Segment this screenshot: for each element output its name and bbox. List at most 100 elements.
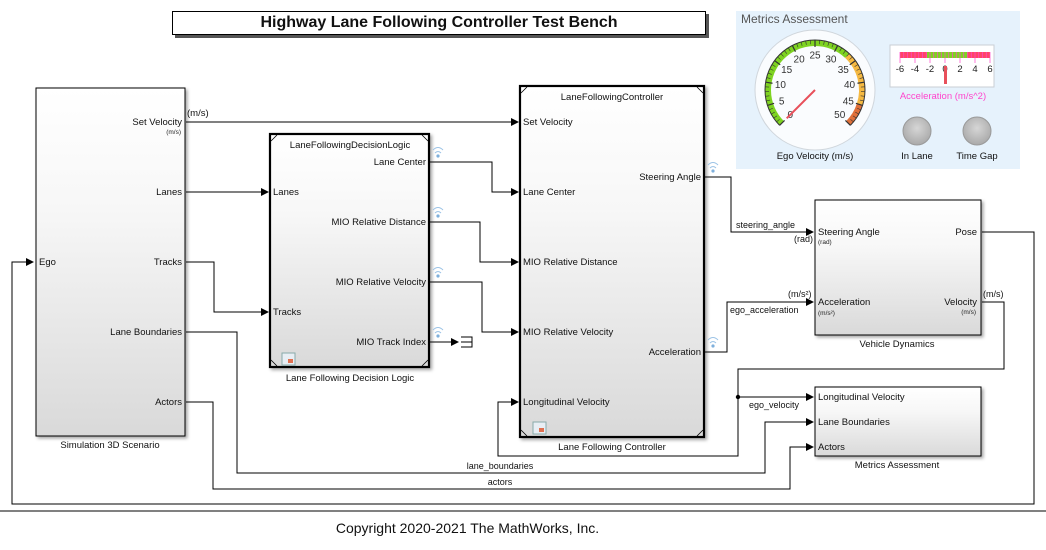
model-reference-title: LaneFollowingDecisionLogic: [290, 140, 411, 151]
linear-gauge-label: Acceleration (m/s^2): [900, 91, 986, 102]
lamp-time-gap[interactable]: Time Gap: [956, 116, 998, 162]
gauge-tick: [776, 119, 780, 123]
gauge-tick: [831, 43, 834, 48]
signal-lines: [11, 118, 1035, 505]
block-name: Lane Following Decision Logic: [286, 373, 415, 384]
linear-gauge-range: [927, 52, 968, 58]
wire-lane-boundaries[interactable]: [186, 331, 814, 474]
dashboard-title: Metrics Assessment: [741, 12, 848, 26]
gauge-tick: [855, 102, 863, 107]
block-vehicle-dynamics[interactable]: Steering Angle (rad) Acceleration (m/s²)…: [814, 199, 982, 350]
gauge-tick: [791, 45, 797, 52]
wire-ego-acceleration[interactable]: [704, 298, 814, 353]
port-velocity-out: Velocity: [944, 297, 977, 308]
port-ego: Ego: [39, 257, 56, 268]
signal-logging-icon[interactable]: [432, 147, 444, 158]
gauge-tick-label: 45: [843, 96, 855, 107]
block-simulation-3d-scenario[interactable]: Ego Set Velocity (m/s) Lanes Tracks Lane…: [35, 87, 186, 451]
gauge-tick: [844, 119, 851, 126]
lamp-in-lane-label: In Lane: [901, 151, 933, 162]
wire-mio-rel-distance[interactable]: [429, 221, 519, 266]
port-lane-boundaries: Lane Boundaries: [110, 327, 182, 338]
set-velocity-unit-label: (m/s): [187, 108, 209, 119]
gauge-tick: [766, 99, 771, 102]
gauge-tick-label: 50: [834, 110, 846, 121]
steering-angle-signal-label: steering_angle: [736, 220, 795, 230]
gauge-tick: [858, 72, 863, 75]
gauge-label: Ego Velocity (m/s): [777, 151, 854, 162]
wire-steering-angle[interactable]: [704, 176, 814, 236]
gauge-tick: [857, 107, 862, 111]
gauge-needle: [786, 89, 816, 119]
wire-pose[interactable]: [11, 231, 1035, 505]
port-mio-rel-distance-out: MIO Relative Distance: [331, 217, 426, 228]
wire-actors[interactable]: [186, 401, 814, 490]
wire-lane-center[interactable]: [429, 161, 519, 196]
port-actors-in: Actors: [818, 442, 845, 453]
port-steering-angle-in: Steering Angle: [818, 227, 880, 238]
gauge-tick-label: 35: [838, 65, 850, 76]
gauge-tick: [857, 81, 865, 84]
open-model-icon[interactable]: [281, 352, 296, 366]
gauge-tick-label: 25: [809, 51, 821, 62]
port-set-velocity-in: Set Velocity: [523, 117, 573, 128]
steering-unit-label: (rad): [794, 234, 813, 244]
wire-tracks[interactable]: [186, 261, 269, 316]
block-name: Metrics Assessment: [855, 460, 940, 471]
gauge-tick: [855, 111, 859, 115]
copyright-text: Copyright 2020-2021 The MathWorks, Inc.: [335, 520, 600, 536]
block-lane-following-controller[interactable]: LaneFollowingController Set Velocity Lan…: [518, 84, 706, 453]
gauge-tick-label: 5: [779, 96, 785, 107]
signal-logging-icon[interactable]: [432, 207, 444, 218]
gauge-tick: [767, 72, 772, 75]
port-lane-center-in: Lane Center: [523, 187, 575, 198]
gauge-tick: [827, 41, 830, 46]
gauge-tick: [859, 77, 864, 79]
gauge-tick: [774, 60, 781, 66]
block-name: Lane Following Controller: [558, 442, 666, 453]
gauge-tick: [833, 45, 839, 52]
port-mio-track-index-out: MIO Track Index: [356, 337, 426, 348]
gauge-tick-label: 15: [781, 65, 793, 76]
port-tracks-in: Tracks: [273, 307, 301, 318]
signal-logging-icon[interactable]: [707, 337, 719, 348]
wire-mio-rel-velocity[interactable]: [429, 281, 519, 336]
linear-gauge-tick-label: -2: [926, 64, 934, 75]
gauge-tick: [849, 60, 856, 66]
gauge-tick: [766, 77, 771, 79]
gauge-tick: [780, 53, 784, 57]
port-pose-out: Pose: [955, 227, 977, 238]
ego-velocity-gauge[interactable]: 05101520253035404550 Ego Velocity (m/s): [754, 29, 876, 162]
acceleration-linear-gauge[interactable]: -6-4-20246 Acceleration (m/s^2): [889, 44, 995, 102]
linear-gauge-tick-label: -6: [896, 64, 904, 75]
gauge-tick: [842, 50, 846, 54]
port-set-velocity: Set Velocity: [132, 117, 182, 128]
branch-point: [735, 394, 741, 400]
linear-gauge-tick-label: -4: [911, 64, 919, 75]
gauge-tick: [796, 43, 799, 48]
model-reference-title: LaneFollowingController: [561, 92, 663, 103]
signal-logging-icon[interactable]: [432, 327, 444, 338]
wire-ego-velocity[interactable]: [497, 301, 1005, 457]
block-name: Simulation 3D Scenario: [60, 440, 159, 451]
port-steering-angle-out: Steering Angle: [639, 172, 701, 183]
port-lanes-in: Lanes: [273, 187, 299, 198]
linear-gauge-range: [900, 52, 927, 58]
signal-logging-icon[interactable]: [432, 267, 444, 278]
lamp-in-lane[interactable]: In Lane: [901, 116, 933, 162]
block-metrics-assessment[interactable]: Longitudinal Velocity Lane Boundaries Ac…: [814, 386, 982, 471]
block-lane-following-decision-logic[interactable]: LaneFollowingDecisionLogic Lanes Tracks …: [268, 132, 431, 384]
open-model-icon[interactable]: [532, 421, 547, 435]
gauge-tick: [773, 115, 778, 119]
gauge-tick: [777, 56, 781, 60]
gauge-tick: [765, 95, 770, 97]
signal-logging-icon[interactable]: [707, 162, 719, 173]
gauge-tick: [823, 40, 825, 45]
gauge-tick-label: 20: [794, 54, 806, 65]
linear-gauge-tick-label: 6: [987, 64, 992, 75]
ego-velocity-signal-label: ego_velocity: [749, 400, 800, 410]
gauge-tick: [849, 56, 853, 60]
gauge-tick-label: 40: [844, 80, 856, 91]
terminator-icon: [461, 336, 473, 348]
